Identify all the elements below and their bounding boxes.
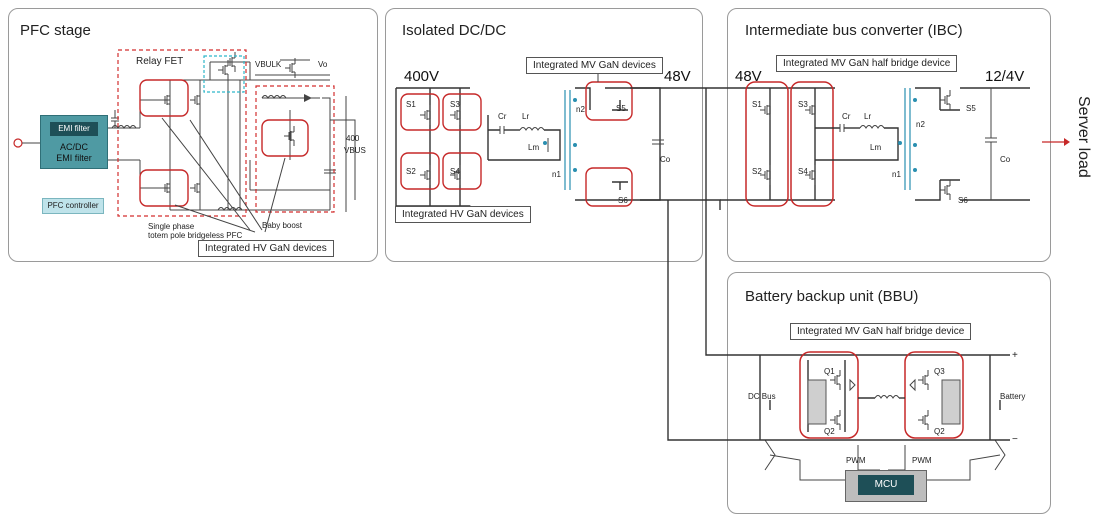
iso-s1: S1 xyxy=(406,100,416,109)
bbu-q3: Q3 xyxy=(934,367,945,376)
vbus-label: VBUS xyxy=(344,146,366,155)
ibc-cr: Cr xyxy=(842,112,851,121)
vbulk-label: VBULK xyxy=(255,60,282,69)
iso-n1: n1 xyxy=(552,170,561,179)
mcu-block: MCU xyxy=(845,470,927,502)
ibc-title: Intermediate bus converter (IBC) xyxy=(745,22,963,39)
ibc-lm: Lm xyxy=(870,143,882,152)
bbu-q2-left: Q2 xyxy=(824,427,835,436)
ibc-n1: n1 xyxy=(892,170,901,179)
iso-lr: Lr xyxy=(522,112,530,121)
iso-s5: S5 xyxy=(616,104,626,113)
isolated-48v-label: 48V xyxy=(664,68,691,85)
ibc-s3: S3 xyxy=(798,100,808,109)
iso-s2: S2 xyxy=(406,167,416,176)
bbu-circuit xyxy=(759,351,1010,481)
isolated-integrated-hv-label: Integrated HV GaN devices xyxy=(395,206,531,223)
ibc-s1: S1 xyxy=(752,100,762,109)
ibc-s5: S5 xyxy=(966,104,976,113)
vo-label: Vo xyxy=(318,60,328,69)
isolated-circuit xyxy=(395,70,721,221)
acdc-emi-filter-label: AC/DC EMI filter xyxy=(56,142,92,163)
baby-boost-label: Baby boost xyxy=(262,221,303,230)
ibc-12-4v-label: 12/4V xyxy=(985,68,1025,85)
mcu-label: MCU xyxy=(858,475,914,495)
bbu-plus-top: + xyxy=(1012,350,1018,361)
pfc-controller-block: PFC controller xyxy=(42,198,104,214)
emi-filter-block: EMI filter AC/DC EMI filter xyxy=(40,115,108,169)
single-phase-label: Single phase xyxy=(148,222,195,231)
ibc-panel xyxy=(727,8,1051,262)
ibc-lr: Lr xyxy=(864,112,872,121)
pfc-circuit xyxy=(13,49,356,233)
iso-lm: Lm xyxy=(528,143,540,152)
isolated-400v-label: 400V xyxy=(404,68,440,85)
iso-cr: Cr xyxy=(498,112,507,121)
pfc-integrated-hv-label: Integrated HV GaN devices xyxy=(198,240,334,257)
ibc-s4: S4 xyxy=(798,167,808,176)
bbu-q2-right: Q2 xyxy=(934,427,945,436)
bbu-pwm-left: PWM xyxy=(846,456,866,465)
ibc-n2: n2 xyxy=(916,120,925,129)
isolated-integrated-mv-label: Integrated MV GaN devices xyxy=(526,57,663,74)
iso-s3: S3 xyxy=(450,100,460,109)
pfc-stage-title: PFC stage xyxy=(20,22,91,39)
server-load-label: Server load xyxy=(1075,96,1092,178)
bus-to-bbu xyxy=(667,88,1010,441)
emi-filter-label: EMI filter xyxy=(50,122,98,136)
bbu-dc-bus-label: DC Bus xyxy=(748,392,776,401)
bbu-pwm-right: PWM xyxy=(912,456,932,465)
isolated-dcdc-title: Isolated DC/DC xyxy=(402,22,507,39)
bbu-title: Battery backup unit (BBU) xyxy=(745,288,919,305)
iso-s4: S4 xyxy=(450,167,460,176)
bbu-integrated-mv-hb-label: Integrated MV GaN half bridge device xyxy=(790,323,972,340)
ibc-co: Co xyxy=(1000,155,1011,164)
iso-co: Co xyxy=(660,155,671,164)
bbu-minus-bottom: − xyxy=(1012,434,1018,445)
bbu-battery-label: Battery xyxy=(1000,392,1026,401)
totem-pole-label: totem pole bridgeless PFC xyxy=(148,231,243,240)
relay-fet-label: Relay FET xyxy=(136,56,184,67)
iso-n2: n2 xyxy=(576,105,585,114)
ibc-s2: S2 xyxy=(752,167,762,176)
ibc-circuit xyxy=(720,81,1070,207)
ibc-s6: S6 xyxy=(958,196,968,205)
ibc-48v-label: 48V xyxy=(735,68,762,85)
iso-s6: S6 xyxy=(618,196,628,205)
ibc-integrated-mv-hb-label: Integrated MV GaN half bridge device xyxy=(776,55,958,72)
bbu-q1: Q1 xyxy=(824,367,835,376)
vbus-400-label: 400 xyxy=(346,134,360,143)
